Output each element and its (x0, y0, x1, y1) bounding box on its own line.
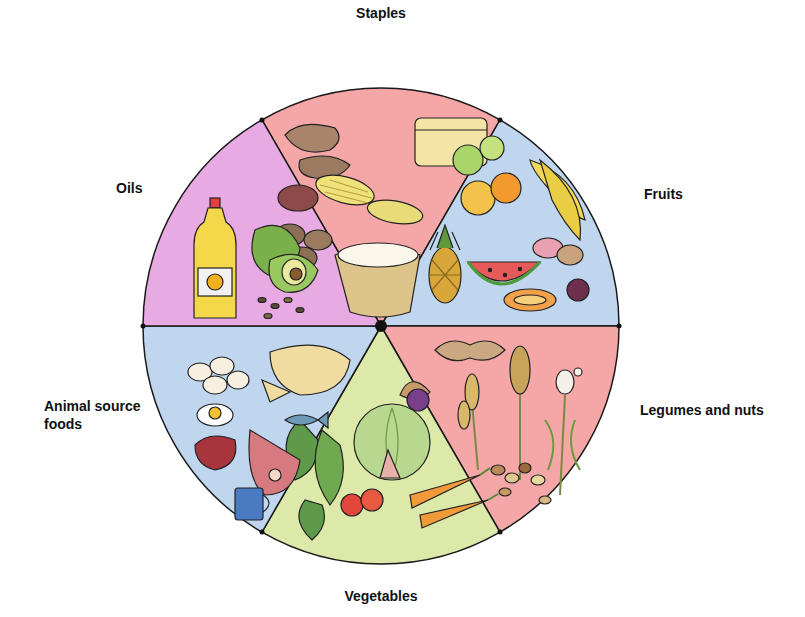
legumes-illustration (539, 496, 551, 504)
staples-illustration (338, 243, 418, 267)
animal-foods-illustration (263, 495, 269, 512)
fruits-illustration (540, 160, 581, 240)
animal-foods-illustration (209, 407, 221, 419)
animal-foods-illustration (227, 371, 249, 389)
wheel-sector (143, 326, 381, 532)
animal-foods-illustration (210, 357, 234, 375)
vegetables-illustration (354, 404, 430, 480)
fruits-illustration (514, 295, 546, 305)
wheel-dot (617, 324, 622, 329)
oils-illustration (194, 208, 236, 318)
vegetables-illustration (407, 389, 429, 411)
vegetables-illustration (341, 494, 363, 516)
oils-illustration (271, 304, 279, 309)
vegetables-illustration (286, 382, 498, 540)
vegetables-illustration (420, 500, 488, 528)
oils-illustration (264, 314, 272, 319)
animal-foods-illustration (262, 380, 290, 402)
fruits-illustration (491, 173, 521, 203)
fruits-illustration (453, 145, 483, 175)
fruits-illustration (488, 268, 491, 271)
sector-label: Fruits (644, 186, 683, 204)
legumes-illustration (435, 341, 505, 361)
oils-illustration (198, 268, 232, 296)
fruits-illustration (430, 225, 460, 250)
oils-illustration (194, 198, 318, 319)
staples-illustration (415, 129, 487, 130)
staples-illustration (320, 180, 372, 203)
wheel-sector (143, 88, 619, 564)
sector-label: Vegetables (344, 588, 417, 606)
oils-illustration (284, 298, 292, 303)
fruits-illustration (567, 279, 589, 301)
wheel-dot (498, 530, 503, 535)
staples-illustration (285, 124, 339, 152)
wheel-dot (375, 320, 387, 332)
staples-illustration (313, 170, 378, 211)
fruits-illustration (468, 262, 540, 284)
wheel-dot (141, 117, 622, 534)
oils-illustration (269, 254, 318, 292)
vegetables-illustration (315, 430, 343, 505)
animal-foods-illustration (249, 430, 300, 495)
staples-illustration (304, 230, 332, 250)
legumes-illustration (519, 463, 531, 473)
wheel-dot (260, 117, 265, 122)
staples-illustration (366, 196, 425, 227)
legumes-illustration (458, 401, 470, 429)
wheel-sector (262, 326, 500, 564)
staples-illustration (278, 185, 318, 211)
legumes-illustration (510, 346, 530, 394)
animal-foods-illustration (203, 376, 227, 394)
oils-illustration (290, 268, 302, 280)
fruits-illustration (430, 260, 460, 290)
oils-illustration (207, 274, 223, 290)
animal-foods-illustration (188, 345, 350, 520)
legumes-illustration (505, 473, 519, 483)
animal-foods-illustration (269, 469, 281, 481)
fruits-illustration (429, 136, 589, 311)
fruits-illustration (504, 289, 556, 311)
wheel-dot (141, 324, 146, 329)
sector-label: Legumes and nuts (640, 402, 764, 420)
fruits-illustration (503, 273, 506, 276)
legumes-illustration (574, 368, 582, 376)
sector-label: Animal source foods (44, 398, 144, 433)
animal-foods-illustration (197, 404, 233, 426)
legumes-illustration (545, 420, 580, 470)
legumes-illustration (491, 465, 505, 475)
oils-illustration (296, 308, 304, 313)
vegetables-illustration (361, 489, 383, 511)
wheel-dot (498, 117, 503, 122)
animal-foods-illustration (235, 488, 263, 520)
legumes-illustration (435, 341, 582, 504)
fruits-illustration (518, 267, 521, 270)
vegetables-illustration (299, 500, 325, 540)
animal-foods-illustration (195, 436, 236, 470)
animal-foods-illustration (285, 412, 328, 428)
sector-label: Oils (116, 180, 142, 198)
legumes-illustration (556, 370, 574, 394)
fruits-illustration (557, 245, 583, 265)
legumes-illustration (499, 488, 511, 496)
fruits-illustration (429, 247, 461, 303)
staples-illustration (299, 156, 350, 178)
oils-illustration (282, 259, 306, 285)
animal-foods-illustration (270, 345, 350, 395)
legumes-illustration (531, 475, 545, 485)
wheel-dot (260, 530, 265, 535)
vegetables-illustration (480, 468, 498, 500)
sector-label: Staples (356, 5, 406, 23)
fruits-illustration (480, 136, 504, 160)
vegetables-illustration (380, 450, 400, 478)
vegetables-illustration (410, 475, 480, 508)
oils-illustration (210, 198, 220, 208)
fruits-illustration (461, 181, 495, 215)
oils-illustration (258, 298, 266, 303)
